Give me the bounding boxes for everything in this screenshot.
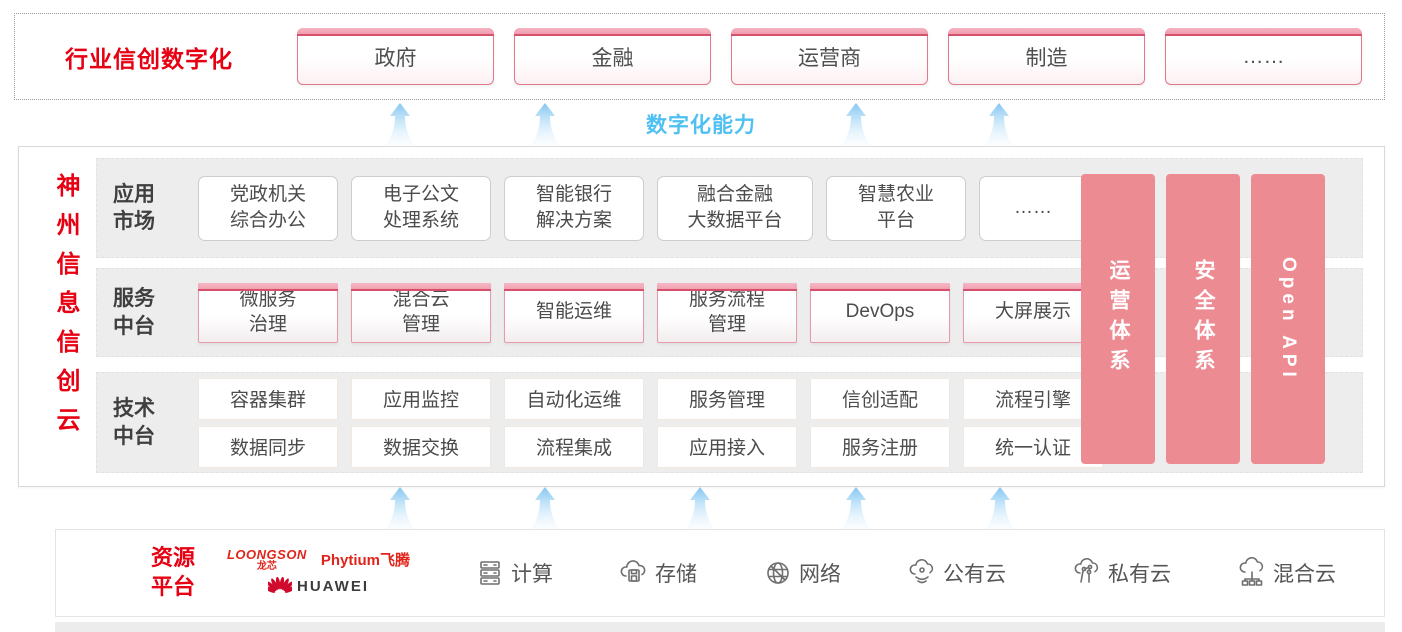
app-box-party-gov-office: 党政机关 综合办公 bbox=[198, 175, 338, 241]
loongson-logo: LOONGSON 龙芯 bbox=[227, 548, 307, 572]
phytium-logo: Phytium飞腾 bbox=[320, 552, 411, 569]
app-box-edoc-system: 电子公文 处理系统 bbox=[351, 175, 491, 241]
tech-col-1: 容器集群 数据同步 bbox=[198, 377, 338, 468]
tech-box-container-cluster: 容器集群 bbox=[198, 377, 338, 420]
app-box-smart-banking: 智能银行 解决方案 bbox=[504, 175, 644, 241]
tech-col-2: 应用监控 数据交换 bbox=[351, 377, 491, 468]
resource-item-compute: 计算 bbox=[474, 557, 553, 589]
industry-band: 行业信创数字化 政府 金融 运营商 制造 …… bbox=[14, 13, 1385, 100]
service-box-hybrid-cloud-mgmt: 混合云 管理 bbox=[351, 282, 491, 343]
service-items: 微服务 治理 混合云 管理 智能运维 服务流程 管理 DevOps 大屏展示 bbox=[198, 282, 1103, 343]
service-box-devops: DevOps bbox=[810, 282, 950, 343]
hybrid-cloud-icon bbox=[1239, 557, 1264, 586]
industry-pill-finance: 金融 bbox=[514, 28, 711, 85]
network-icon bbox=[767, 562, 789, 584]
platform-panel: 神州信息信创云 应用 市场 党政机关 综合办公 电子公文 处理系统 智能银行 解… bbox=[18, 146, 1385, 487]
up-arrow-icon bbox=[531, 487, 559, 529]
service-box-dashboard-display: 大屏展示 bbox=[963, 282, 1103, 343]
resource-title: 资源 平台 bbox=[151, 545, 196, 599]
app-market-items: 党政机关 综合办公 电子公文 处理系统 智能银行 解决方案 融合金融 大数据平台… bbox=[198, 175, 1087, 241]
loongson-logo-cn: 龙芯 bbox=[256, 560, 277, 572]
tech-box-process-engine: 流程引擎 bbox=[963, 377, 1103, 420]
tech-box-app-access: 应用接入 bbox=[657, 425, 797, 468]
resource-item-label: 私有云 bbox=[1108, 563, 1171, 586]
resource-item-label: 网络 bbox=[799, 563, 841, 586]
lane-app-market-label: 应用 市场 bbox=[113, 182, 155, 233]
tech-col-3: 自动化运维 流程集成 bbox=[504, 377, 644, 468]
up-arrow-icon bbox=[386, 103, 414, 145]
resource-item-hybrid-cloud: 混合云 bbox=[1236, 557, 1336, 589]
up-arrow-icon bbox=[842, 487, 870, 529]
storage-icon bbox=[620, 560, 646, 582]
tech-col-6: 流程引擎 统一认证 bbox=[963, 377, 1103, 468]
app-box-smart-agriculture: 智慧农业 平台 bbox=[826, 175, 966, 241]
resource-item-private-cloud: 私有云 bbox=[1071, 557, 1171, 589]
resource-panel: 资源 平台 LOONGSON 龙芯 Phytium飞腾 bbox=[55, 529, 1385, 617]
platform-vertical-title: 神州信息信创云 bbox=[52, 173, 79, 446]
huawei-logo: HUAWEI bbox=[268, 575, 369, 599]
service-box-microservice-governance: 微服务 治理 bbox=[198, 282, 338, 343]
resource-item-label: 存储 bbox=[655, 563, 697, 586]
vendor-logos: LOONGSON 龙芯 Phytium飞腾 bbox=[221, 548, 416, 599]
compute-icon bbox=[480, 561, 500, 585]
up-arrow-icon bbox=[531, 103, 559, 145]
tech-box-xinchuang-adaptation: 信创适配 bbox=[810, 377, 950, 420]
up-arrow-icon bbox=[842, 103, 870, 145]
public-cloud-icon bbox=[909, 558, 934, 584]
tech-box-service-registry: 服务注册 bbox=[810, 425, 950, 468]
service-box-service-process-mgmt: 服务流程 管理 bbox=[657, 282, 797, 343]
up-arrow-icon bbox=[386, 487, 414, 529]
resource-item-label: 混合云 bbox=[1273, 563, 1336, 586]
resource-items: 计算 存储 网络 公有云 bbox=[474, 557, 1336, 589]
private-cloud-icon bbox=[1074, 557, 1099, 583]
lane-service-platform-label: 服务 中台 bbox=[113, 287, 155, 338]
industry-pill-manufacturing: 制造 bbox=[948, 28, 1145, 85]
service-box-intelligent-ops: 智能运维 bbox=[504, 282, 644, 343]
pillar-open-api: Open API bbox=[1251, 174, 1325, 464]
lane-tech-platform: 技术 中台 容器集群 数据同步 应用监控 数据交换 自动化运维 流程集成 服务管… bbox=[96, 372, 1363, 473]
pillar-security-system: 安全体系 bbox=[1166, 174, 1240, 464]
app-box-finance-bigdata: 融合金融 大数据平台 bbox=[657, 175, 813, 241]
lane-tech-platform-label: 技术 中台 bbox=[113, 397, 155, 448]
tech-box-data-sync: 数据同步 bbox=[198, 425, 338, 468]
pillar-operation-system: 运营体系 bbox=[1081, 174, 1155, 464]
up-arrow-icon bbox=[986, 487, 1014, 529]
loongson-logo-text: LOONGSON bbox=[226, 546, 307, 562]
tech-box-app-monitoring: 应用监控 bbox=[351, 377, 491, 420]
tech-box-data-exchange: 数据交换 bbox=[351, 425, 491, 468]
tech-items: 容器集群 数据同步 应用监控 数据交换 自动化运维 流程集成 服务管理 应用接入… bbox=[198, 377, 1103, 468]
industry-pill-row: 政府 金融 运营商 制造 …… bbox=[297, 28, 1362, 85]
tech-col-5: 信创适配 服务注册 bbox=[810, 377, 950, 468]
resource-item-storage: 存储 bbox=[618, 557, 697, 589]
tech-box-unified-auth: 统一认证 bbox=[963, 425, 1103, 468]
tech-col-4: 服务管理 应用接入 bbox=[657, 377, 797, 468]
huawei-logo-text: HUAWEI bbox=[297, 578, 369, 595]
capability-label: 数字化能力 bbox=[646, 114, 756, 137]
industry-pill-more: …… bbox=[1165, 28, 1362, 85]
resource-item-label: 计算 bbox=[511, 563, 553, 586]
tech-box-automated-ops: 自动化运维 bbox=[504, 377, 644, 420]
bottom-shadow-strip bbox=[55, 622, 1385, 632]
industry-pill-government: 政府 bbox=[297, 28, 494, 85]
tech-box-process-integration: 流程集成 bbox=[504, 425, 644, 468]
resource-item-public-cloud: 公有云 bbox=[906, 557, 1006, 589]
app-box-more: …… bbox=[979, 175, 1087, 241]
resource-item-network: 网络 bbox=[762, 557, 841, 589]
tech-box-service-mgmt: 服务管理 bbox=[657, 377, 797, 420]
huawei-flower-icon bbox=[268, 576, 292, 593]
industry-band-title: 行业信创数字化 bbox=[65, 45, 233, 72]
up-arrow-icon bbox=[985, 103, 1013, 145]
industry-pill-operator: 运营商 bbox=[731, 28, 928, 85]
resource-item-label: 公有云 bbox=[943, 563, 1006, 586]
up-arrow-icon bbox=[686, 487, 714, 529]
